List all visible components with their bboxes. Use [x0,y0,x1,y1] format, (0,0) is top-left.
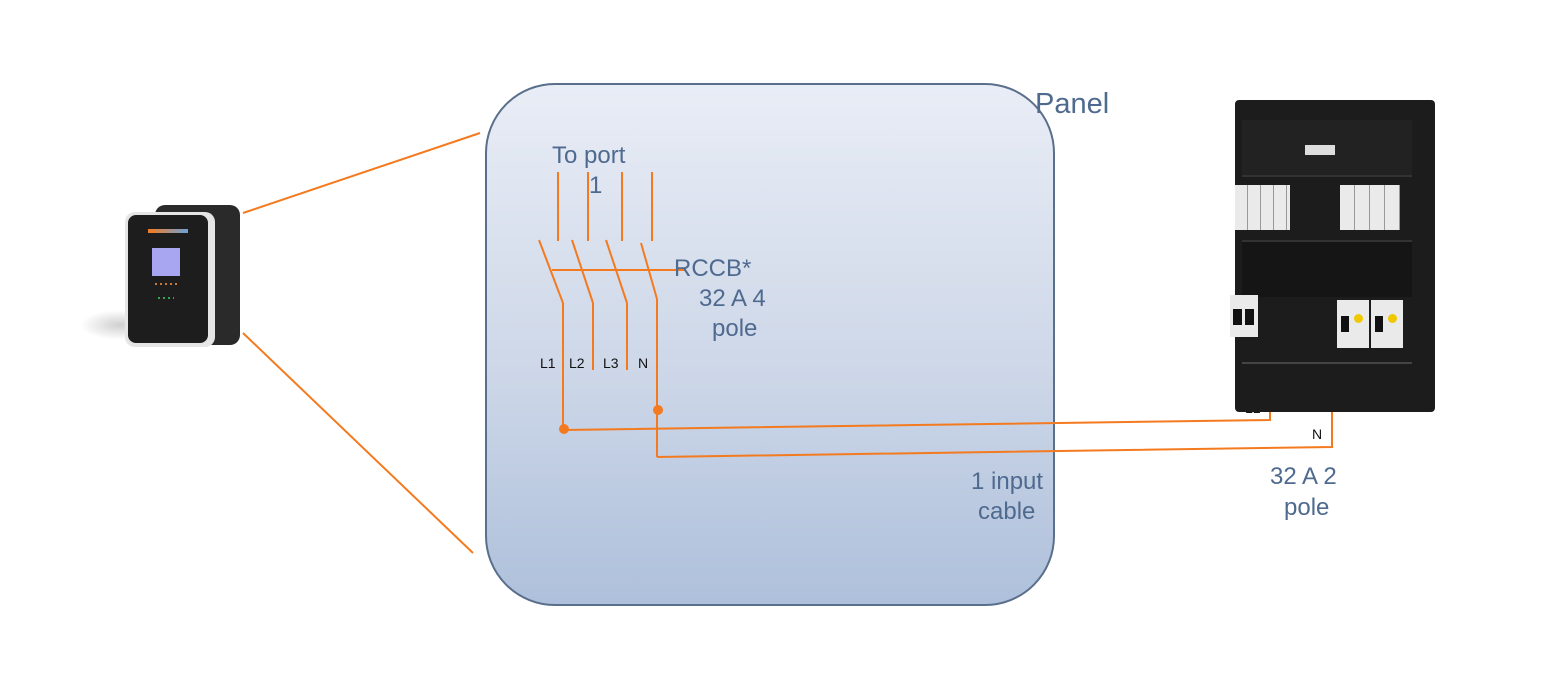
zoom-line-top [242,132,481,214]
input-cable-line2: cable [978,498,1036,525]
rccb-pole: pole [712,315,758,342]
breaker-pole: pole [1284,494,1330,521]
main-breaker-2pole [1230,295,1258,337]
charger-image [80,200,245,350]
breaker-rating: 32 A 2 [1270,463,1337,490]
input-cable-line1: 1 input [971,468,1044,495]
wire-l1-to-breaker [562,365,1271,431]
switch-contact-l1 [538,239,564,304]
phase-label-l3: L3 [603,355,619,371]
switch-contact-l3 [605,239,628,304]
panel-box [485,83,1055,606]
rccb-rating: 32 A 4 [699,285,766,312]
breaker-group-right [1340,185,1400,230]
junction-dot-l1 [559,424,569,434]
charger-screen [152,248,180,276]
rccb-label: RCCB* [674,255,752,282]
distribution-board-image [1230,100,1440,415]
phase-label-n: N [638,355,649,371]
switch-contact-l2 [571,239,594,304]
zoom-line-bottom [242,332,474,554]
panel-title: Panel [1035,88,1110,120]
phase-label-l1: L1 [540,355,556,371]
charger-body [128,215,208,343]
phase-label-l2: L2 [569,355,585,371]
breaker-group-left [1235,185,1290,230]
port-number: 1 [589,172,603,199]
breaker-label-n: N [1312,426,1323,442]
junction-dot-n [653,405,663,415]
to-port-label: To port [552,142,626,169]
